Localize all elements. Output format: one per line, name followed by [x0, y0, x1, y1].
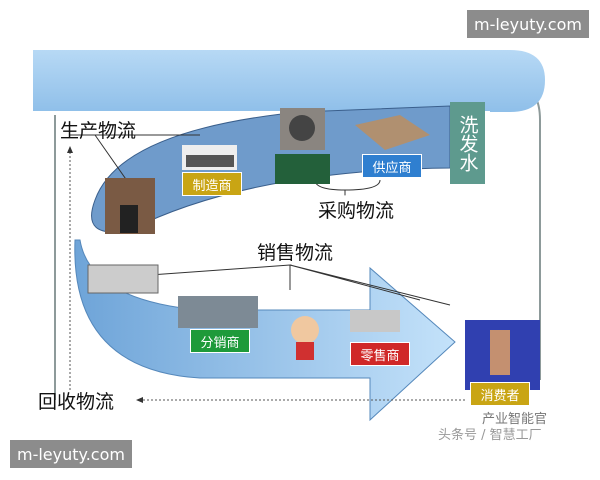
tag-distributor: 分销商	[190, 329, 250, 353]
tag-supplier: 供应商	[362, 154, 422, 178]
watermark-bottom: m-leyuty.com	[10, 440, 132, 468]
sales-pointers	[149, 264, 451, 306]
shop-image	[350, 310, 400, 332]
label-production-logistics: 生产物流	[60, 120, 137, 142]
tag-manufacturer: 制造商	[182, 172, 242, 196]
production-pointer	[70, 134, 200, 186]
top-band	[33, 50, 545, 112]
truck-green-image	[275, 154, 330, 184]
warehouse-image	[355, 115, 430, 150]
watermark-top: m-leyuty.com	[467, 10, 589, 38]
tag-retailer: 零售商	[350, 342, 410, 366]
recycle-arrowhead	[136, 397, 143, 403]
trucks-image	[87, 264, 159, 294]
procurement-brace	[314, 179, 381, 196]
label-procurement-logistics: 采购物流	[318, 200, 395, 222]
label-sales-logistics: 销售物流	[257, 242, 334, 264]
mall-image	[178, 296, 258, 328]
label-recycling-logistics: 回收物流	[38, 391, 115, 413]
side-tag-shampoo: 洗发水	[450, 102, 485, 184]
up-arrowhead	[67, 146, 73, 153]
tag-consumer: 消费者	[470, 382, 530, 406]
source-watermark-line2: 头条号 / 智慧工厂	[438, 428, 542, 443]
mascot-image	[291, 316, 319, 344]
source-watermark-line1: 产业智能官	[482, 412, 548, 427]
